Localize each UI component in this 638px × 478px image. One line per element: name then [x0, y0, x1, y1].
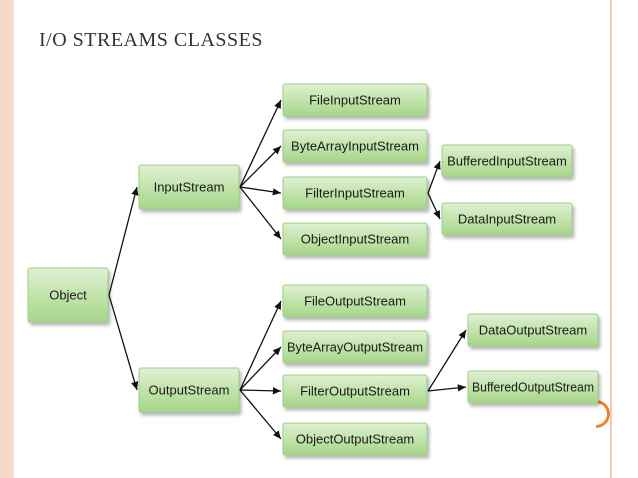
- node-object: Object: [27, 267, 109, 323]
- node-datainputstream: DataInputStream: [441, 202, 573, 236]
- node-box: [282, 176, 428, 210]
- node-objectinputstream: ObjectInputStream: [282, 222, 428, 256]
- node-label: ByteArrayOutputStream: [287, 339, 423, 354]
- edge-filteroutputstream-to-bufferedoutputstream: [427, 384, 467, 392]
- node-fileoutputstream: FileOutputStream: [282, 284, 428, 318]
- node-dataoutputstream: DataOutputStream: [467, 313, 599, 347]
- edge-inputstream-to-bytearrayinputstream: [239, 145, 282, 188]
- node-label: OutputStream: [149, 382, 230, 397]
- node-label: ObjectInputStream: [301, 231, 409, 246]
- node-box: [282, 374, 428, 408]
- edge-outputstream-to-bytearrayoutputstream: [239, 346, 282, 391]
- node-box: [27, 267, 109, 323]
- edge-inputstream-to-objectinputstream: [239, 186, 282, 240]
- node-label: BufferedInputStream: [447, 153, 567, 168]
- node-label: Object: [49, 287, 87, 302]
- edge-filterinputstream-to-bufferedinputstream: [427, 160, 441, 194]
- node-box: [138, 164, 240, 210]
- edge-inputstream-to-fileinputstream: [239, 99, 282, 188]
- node-box: [282, 83, 428, 117]
- node-bytearrayinputstream: ByteArrayInputStream: [282, 129, 428, 163]
- node-box: [282, 222, 428, 256]
- edge-filterinputstream-to-datainputstream: [427, 192, 441, 220]
- node-label: ByteArrayInputStream: [291, 138, 419, 153]
- edge-outputstream-to-objectoutputstream: [239, 389, 282, 440]
- node-box: [467, 313, 599, 347]
- node-fileinputstream: FileInputStream: [282, 83, 428, 117]
- node-label: FileInputStream: [309, 92, 401, 107]
- edge-outputstream-to-fileoutputstream: [239, 300, 282, 391]
- node-label: FileOutputStream: [304, 293, 406, 308]
- node-label: ObjectOutputStream: [296, 431, 415, 446]
- node-outputstream: OutputStream: [138, 367, 240, 413]
- edge-filteroutputstream-to-dataoutputstream: [427, 329, 467, 392]
- node-label: FilterInputStream: [305, 185, 405, 200]
- node-label: DataInputStream: [458, 211, 556, 226]
- edge-object-to-inputstream: [108, 186, 139, 296]
- node-filteroutputstream: FilterOutputStream: [282, 374, 428, 408]
- node-box: [282, 330, 428, 364]
- node-box: [138, 367, 240, 413]
- node-label: FilterOutputStream: [300, 383, 410, 398]
- slide-title: I/O STREAMS CLASSES: [39, 29, 263, 51]
- edge-outputstream-to-filteroutputstream: [239, 387, 282, 395]
- edges-layer: [108, 99, 467, 440]
- node-box: [282, 129, 428, 163]
- left-accent-bar: [0, 0, 14, 478]
- node-box: [441, 202, 573, 236]
- node-box: [282, 422, 428, 456]
- node-filterinputstream: FilterInputStream: [282, 176, 428, 210]
- nodes-layer: ObjectInputStreamOutputStreamFileInputSt…: [27, 83, 599, 456]
- node-bufferedoutputstream: BufferedOutputStream: [467, 370, 599, 404]
- node-bufferedinputstream: BufferedInputStream: [441, 144, 573, 178]
- node-label: InputStream: [154, 179, 225, 194]
- node-bytearrayoutputstream: ByteArrayOutputStream: [282, 330, 428, 364]
- edge-inputstream-to-filterinputstream: [239, 186, 282, 196]
- node-label: BufferedOutputStream: [472, 379, 594, 394]
- node-box: [282, 284, 428, 318]
- node-label: DataOutputStream: [479, 322, 587, 337]
- right-divider-line: [610, 0, 612, 478]
- node-box: [467, 370, 599, 404]
- node-inputstream: InputStream: [138, 164, 240, 210]
- edge-object-to-outputstream: [108, 294, 139, 391]
- node-objectoutputstream: ObjectOutputStream: [282, 422, 428, 456]
- node-box: [441, 144, 573, 178]
